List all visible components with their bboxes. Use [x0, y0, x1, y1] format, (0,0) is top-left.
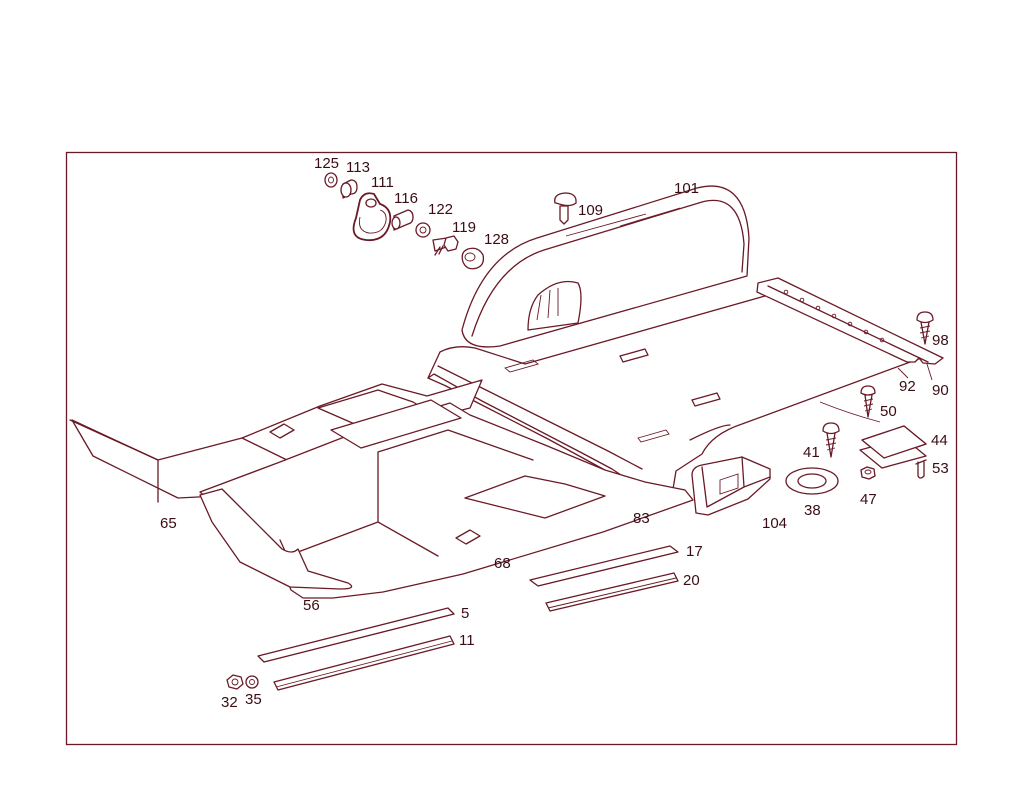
label-109: 109	[578, 202, 603, 219]
label-32: 32	[221, 694, 238, 711]
label-35: 35	[245, 691, 262, 708]
label-20: 20	[683, 572, 700, 589]
part-44-cover	[859, 425, 927, 469]
label-56: 56	[303, 597, 320, 614]
label-113: 113	[346, 159, 370, 176]
part-35-washer	[245, 675, 259, 689]
leader-lines	[897, 363, 933, 381]
part-122-washer	[415, 222, 431, 238]
part-104-bracket	[691, 456, 771, 516]
part-5-sill-plate	[257, 607, 455, 663]
part-47-nut	[860, 466, 876, 480]
part-98-screw	[916, 311, 934, 345]
label-92: 92	[899, 378, 916, 395]
part-128-cap	[461, 247, 485, 270]
part-38-grommet	[785, 467, 839, 495]
label-125: 125	[314, 155, 339, 172]
label-119: 119	[452, 219, 476, 236]
label-65: 65	[160, 515, 177, 532]
label-50: 50	[880, 403, 897, 420]
label-11: 11	[459, 632, 475, 649]
label-53: 53	[932, 460, 949, 477]
label-104: 104	[762, 515, 787, 532]
part-92-rail	[756, 277, 944, 365]
label-68: 68	[494, 555, 511, 572]
label-116: 116	[394, 190, 418, 207]
part-125-washer	[324, 172, 338, 188]
label-47: 47	[860, 491, 877, 508]
label-83: 83	[633, 510, 650, 527]
part-119-bolt	[432, 235, 459, 256]
part-17-sill-plate	[529, 545, 679, 587]
diagram-frame	[65, 151, 958, 746]
part-113-spacer	[340, 179, 358, 199]
label-38: 38	[804, 502, 821, 519]
label-111: 111	[371, 174, 394, 191]
part-101-rear-panel	[461, 185, 750, 348]
part-116-pin	[391, 209, 414, 231]
part-111-ring	[352, 192, 392, 242]
label-44: 44	[931, 432, 948, 449]
part-56-left-mat	[199, 488, 353, 590]
part-41-screw	[822, 422, 840, 458]
label-98: 98	[932, 332, 949, 349]
label-122: 122	[428, 201, 453, 218]
label-17: 17	[686, 543, 703, 560]
label-101: 101	[674, 180, 699, 197]
part-11-sill-strip	[273, 635, 455, 691]
part-53-clip	[915, 459, 927, 479]
part-50-screw	[860, 385, 876, 418]
label-128: 128	[484, 231, 509, 248]
part-109-clip	[554, 192, 577, 225]
label-90: 90	[932, 382, 949, 399]
label-5: 5	[461, 605, 469, 622]
label-41: 41	[803, 444, 820, 461]
part-20-sill-strip	[545, 572, 679, 612]
part-32-nut	[226, 674, 244, 690]
